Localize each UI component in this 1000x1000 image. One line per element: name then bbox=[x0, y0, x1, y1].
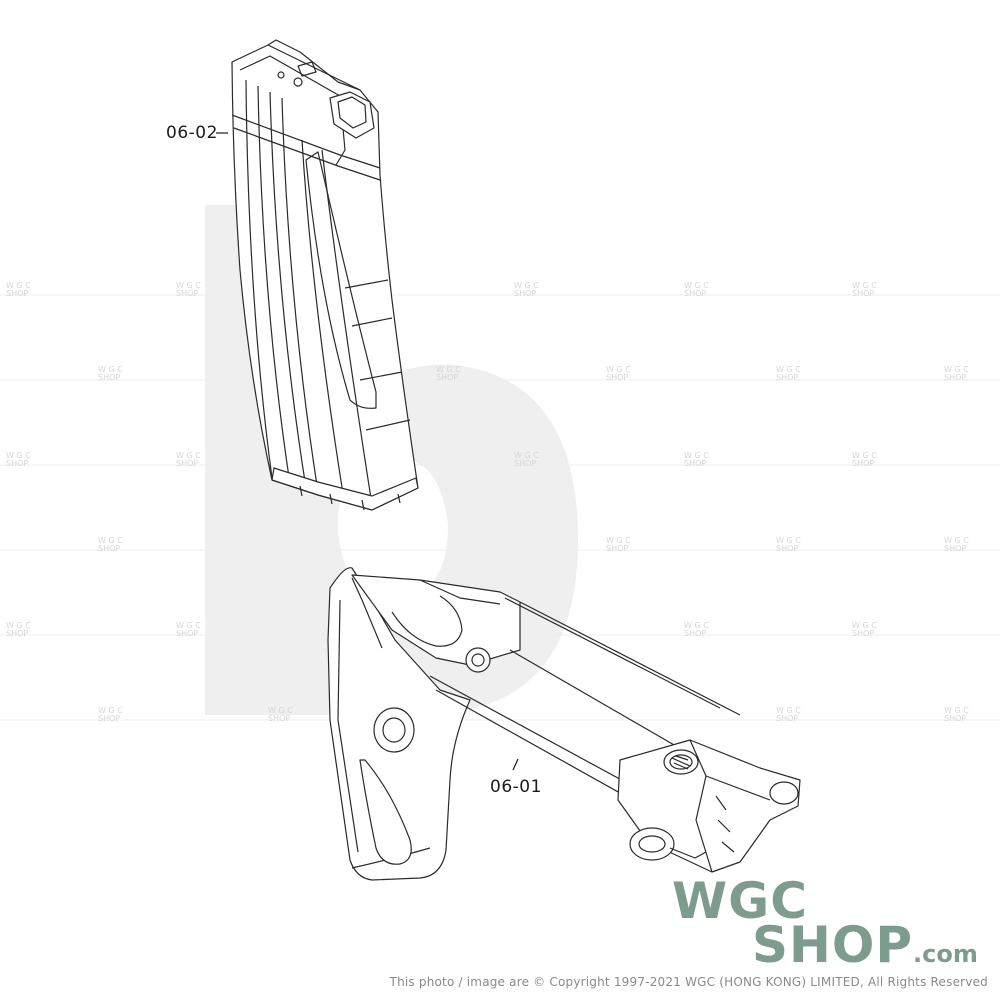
brand-logo: WGC SHOP.com bbox=[672, 876, 992, 972]
leader-lines bbox=[216, 132, 519, 771]
logo-line-1: WGC bbox=[672, 872, 808, 930]
stock-part bbox=[327, 567, 801, 881]
logo-word-shop: SHOP bbox=[752, 916, 914, 974]
callout-label-stock: 06-01 bbox=[490, 777, 542, 797]
callout-label-magazine: 06-02 bbox=[166, 123, 218, 143]
magazine-part bbox=[231, 39, 419, 511]
logo-line-2: SHOP.com bbox=[752, 920, 978, 979]
logo-suffix: .com bbox=[913, 940, 978, 968]
copyright-notice: This photo / image are © Copyright 1997-… bbox=[389, 975, 988, 989]
